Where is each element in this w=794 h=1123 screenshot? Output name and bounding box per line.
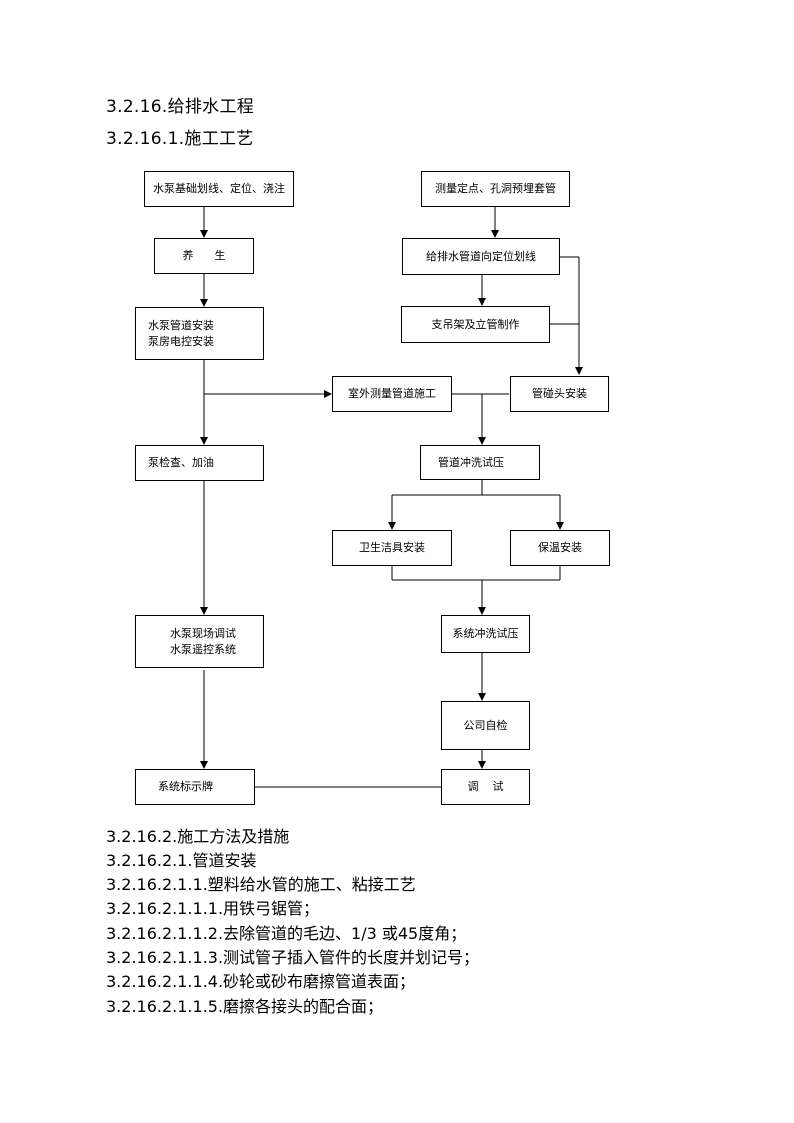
section-heading: 3.2.16.给排水工程 [106,97,255,117]
flow-box-pipe-tie-in: 管碰头安装 [510,376,609,412]
list-item: 3.2.16.2.1.1.3.测试管子插入管件的长度并划记号； [106,948,480,967]
list-item: 3.2.16.2.1.管道安装 [106,851,257,870]
flow-box-pump-commissioning: 水泵现场调试 水泵遥控系统 [135,615,264,668]
flow-box-system-signs: 系统标示牌 [135,769,255,805]
flow-box-outdoor-pipe: 室外测量管道施工 [332,376,452,412]
flow-box-survey-sleeves: 测量定点、孔洞预埋套管 [421,171,570,207]
flow-box-insulation: 保温安装 [510,530,610,566]
flow-box-pump-pipe-install: 水泵管道安装 泵房电控安装 [135,307,264,360]
list-item: 3.2.16.2.1.1.4.砂轮或砂布磨擦管道表面； [106,972,416,991]
flow-box-self-inspection: 公司自检 [441,701,530,750]
subsection-heading: 3.2.16.1.施工工艺 [106,129,254,149]
list-item: 3.2.16.2.施工方法及措施 [106,827,290,846]
flow-box-pump-foundation: 水泵基础划线、定位、浇注 [144,171,294,207]
flow-box-pipe-layout: 给排水管道向定位划线 [402,238,560,275]
flow-box-pipe-flush-test: 管道冲洗试压 [420,445,540,480]
flow-box-commissioning: 调 试 [441,769,530,805]
flow-box-supports-risers: 支吊架及立管制作 [401,306,550,343]
flow-box-pump-check: 泵检查、加油 [135,445,264,481]
flow-box-sanitary-fixtures: 卫生洁具安装 [332,530,452,566]
list-item: 3.2.16.2.1.1.塑料给水管的施工、粘接工艺 [106,875,416,894]
list-item: 3.2.16.2.1.1.5.磨擦各接头的配合面； [106,997,384,1016]
flow-box-system-flush-test: 系统冲洗试压 [441,615,530,653]
list-item: 3.2.16.2.1.1.2.去除管道的毛边、1/3 或45度角； [106,924,467,943]
flow-box-curing: 养 生 [154,238,254,274]
list-item: 3.2.16.2.1.1.1.用铁弓锯管； [106,899,320,918]
